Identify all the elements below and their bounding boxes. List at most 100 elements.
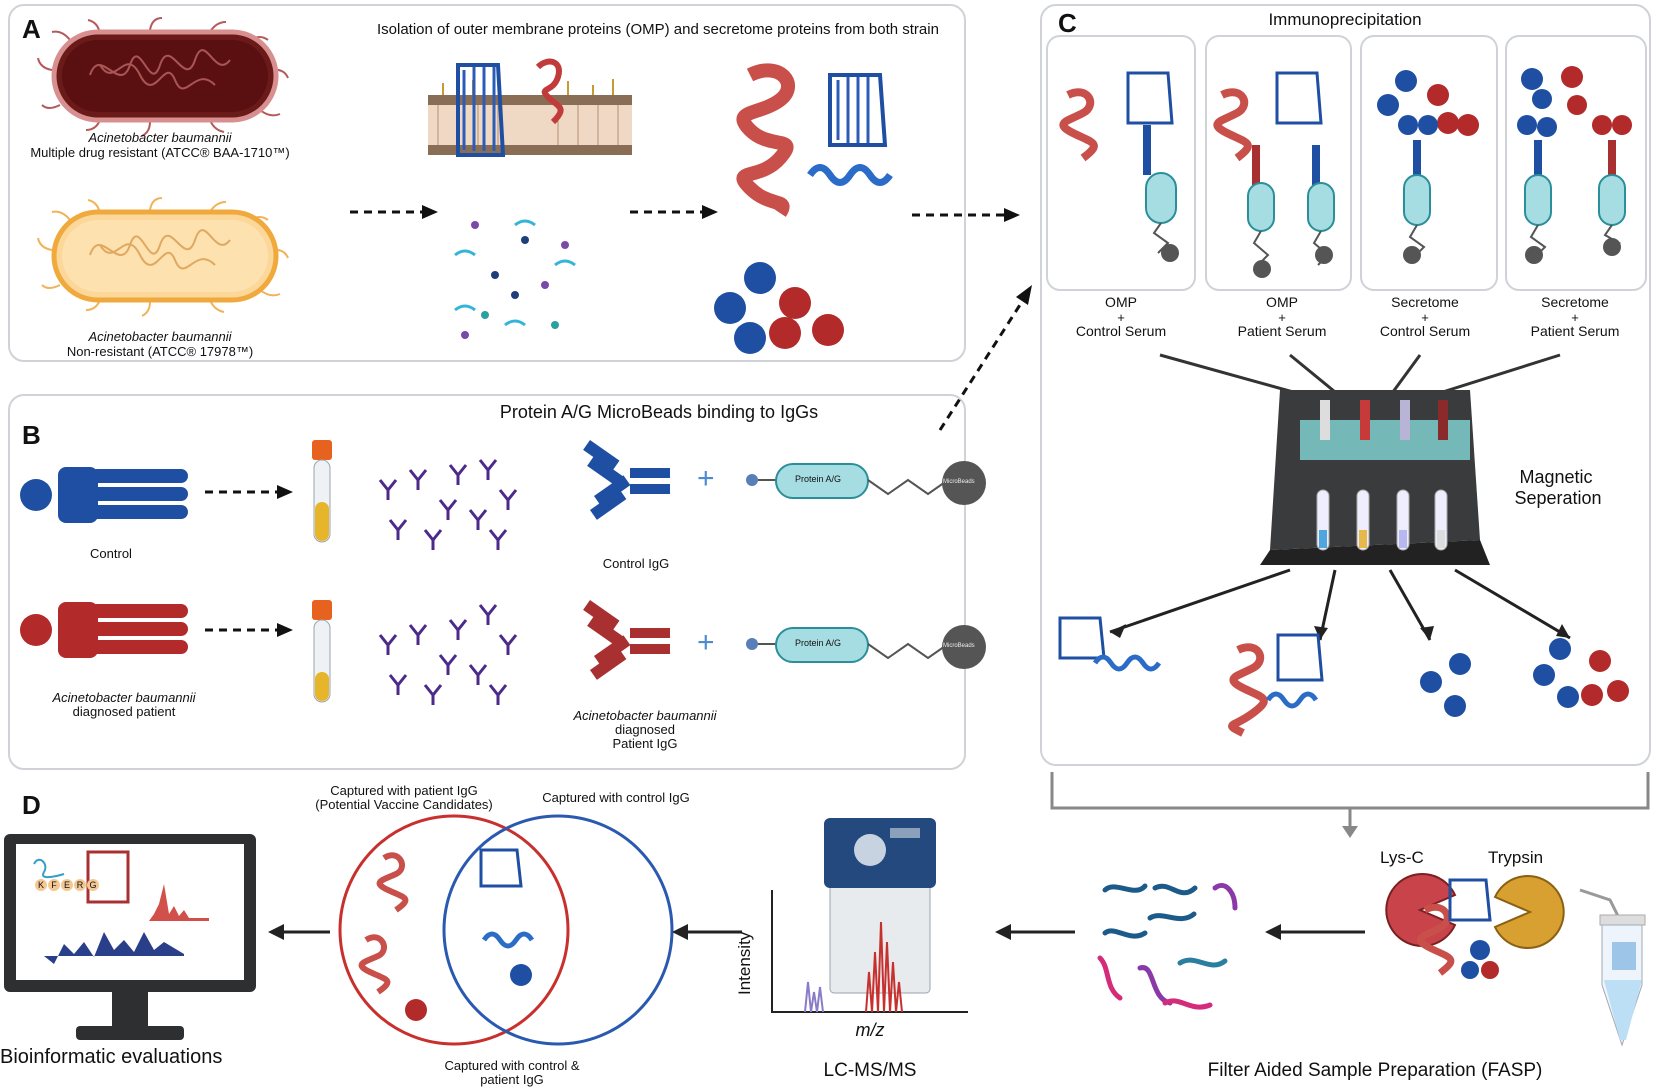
control-igg-icon — [583, 440, 670, 520]
venn-patient-line2: (Potential Vaccine Candidates) — [315, 797, 493, 812]
magnetic-line2: Seperation — [1514, 488, 1602, 508]
venn-patient-line1: Captured with patient IgG — [330, 783, 478, 798]
arrow-a2 — [630, 205, 718, 219]
output3-protein-icon — [1420, 653, 1471, 717]
seq-bead: E — [61, 879, 73, 891]
seq-bead: K — [35, 879, 47, 891]
patient-antibodies-icon — [378, 604, 518, 705]
sample1-illustration-icon — [1059, 71, 1179, 262]
trypsin-label: Trypsin — [1488, 848, 1544, 867]
sample4-plus: + — [1571, 310, 1579, 325]
fasp-protein-icon — [1416, 878, 1499, 979]
panel-b-letter: B — [22, 420, 41, 450]
sample3-line2: Control Serum — [1379, 323, 1471, 339]
nonres-strain-name: Acinetobacter baumannii — [88, 329, 232, 344]
sample-box-3 — [1360, 35, 1498, 291]
sample2-illustration-icon — [1213, 71, 1335, 278]
control-label: Control — [90, 546, 132, 561]
magnetic-line1: Magnetic — [1519, 467, 1593, 487]
microbeads-label-2: MicroBeads — [943, 643, 975, 649]
arrow-b-to-c — [938, 285, 1032, 431]
seq-bead: G — [87, 879, 99, 891]
sample4-illustration-icon — [1517, 66, 1632, 264]
arrow-ms-to-venn — [672, 924, 742, 940]
output2-protein-icon — [1228, 633, 1324, 737]
nonres-strain-desc: Non-resistant (ATCC® 17978™) — [66, 344, 254, 359]
bracket-c — [1050, 772, 1650, 838]
arrow-peptides-to-ms — [995, 924, 1075, 940]
panel-b — [8, 394, 966, 770]
arrow-a3 — [912, 208, 1020, 222]
arrow-a1 — [350, 205, 438, 219]
monitor-icon — [4, 834, 256, 1040]
arrow-b2 — [205, 623, 293, 637]
venn-diagram — [338, 814, 674, 1046]
protein-ag-label-1: Protein A/G — [795, 474, 842, 484]
mass-spectrum-plot — [771, 890, 968, 1013]
lysc-label: Lys-C — [1380, 848, 1424, 867]
sample3-line1: Secretome — [1391, 294, 1459, 310]
venn-both-line2: patient IgG — [480, 1072, 544, 1087]
bioinformatic-label: Bioinformatic evaluations — [0, 1046, 223, 1068]
panel-b-title: Protein A/G MicroBeads binding to IgGs — [499, 402, 819, 422]
panel-a-title: Isolation of outer membrane proteins (OM… — [377, 21, 939, 38]
membrane-protein-icon — [428, 58, 632, 157]
control-igg-label: Control IgG — [602, 556, 670, 571]
arrow-venn-to-monitor — [268, 924, 330, 940]
patient-igg-icon — [583, 600, 670, 680]
patient-igg-italic: Acinetobacter baumannii — [573, 708, 717, 723]
secretome-blobs-icon — [714, 262, 844, 354]
control-person-icon — [20, 467, 188, 523]
arrows-from-rack — [1109, 568, 1571, 641]
omp-protein-icon — [736, 63, 893, 217]
mdr-bacterium-icon — [37, 17, 289, 137]
lcms-label: LC-MS/MS — [823, 1060, 917, 1081]
venn-control-label: Captured with control IgG — [542, 790, 690, 805]
microbeads-label-1: MicroBeads — [943, 479, 975, 485]
seq-bead: R — [74, 879, 86, 891]
magnetic-rack-icon — [1260, 390, 1490, 565]
sample2-line2: Patient Serum — [1237, 323, 1327, 339]
sample2-line1: OMP — [1266, 294, 1298, 310]
patient-igg-line3: Patient IgG — [612, 736, 678, 751]
sequence-beads: K F E R G — [35, 879, 99, 891]
seq-bead: F — [48, 879, 60, 891]
filter-tube-icon — [1579, 888, 1646, 1047]
sample4-line2: Patient Serum — [1530, 323, 1620, 339]
sample3-plus: + — [1421, 310, 1429, 325]
mdr-strain-name: Acinetobacter baumannii — [88, 130, 232, 145]
panel-d-letter: D — [22, 790, 41, 820]
trypsin-enzyme-icon — [1493, 875, 1565, 949]
protein-ag-bead-control-icon — [746, 461, 986, 505]
peptides-icon — [1097, 883, 1238, 1010]
mdr-strain-desc: Multiple drug resistant (ATCC® BAA-1710™… — [30, 145, 290, 160]
sample1-line2: Control Serum — [1075, 323, 1167, 339]
arrow-b1 — [205, 485, 293, 499]
panel-c-letter: C — [1058, 8, 1077, 38]
venn-both-line1: Captured with control & — [444, 1058, 580, 1073]
plus-sign-2: + — [697, 626, 715, 659]
patient-label-italic: Acinetobacter baumannii — [52, 690, 196, 705]
control-antibodies-icon — [378, 459, 518, 550]
patient-label: diagnosed patient — [72, 704, 176, 719]
control-serum-tube-icon — [312, 440, 332, 543]
ms-ylabel: Intensity — [735, 931, 754, 995]
output1-protein-icon — [1058, 616, 1162, 672]
patient-serum-tube-icon — [312, 600, 332, 703]
plus-sign-1: + — [697, 462, 715, 495]
nonresistant-bacterium-icon — [37, 197, 289, 317]
ms-xlabel: m/z — [855, 1020, 885, 1040]
sample2-plus: + — [1278, 310, 1286, 325]
protein-ag-bead-patient-icon — [746, 625, 986, 669]
arrow-fasp-to-peptides — [1265, 924, 1365, 940]
sample1-plus: + — [1117, 310, 1125, 325]
patient-igg-line2: diagnosed — [615, 722, 675, 737]
peptide-scatter-icon — [454, 219, 576, 339]
patient-person-icon — [20, 602, 188, 658]
fasp-label: Filter Aided Sample Preparation (FASP) — [1207, 1060, 1543, 1081]
output4-protein-icon — [1533, 638, 1629, 708]
protein-ag-label-2: Protein A/G — [795, 638, 842, 648]
sample1-line1: OMP — [1105, 294, 1137, 310]
sample3-illustration-icon — [1377, 70, 1479, 264]
panel-c-title: Immunoprecipitation — [1268, 10, 1422, 29]
